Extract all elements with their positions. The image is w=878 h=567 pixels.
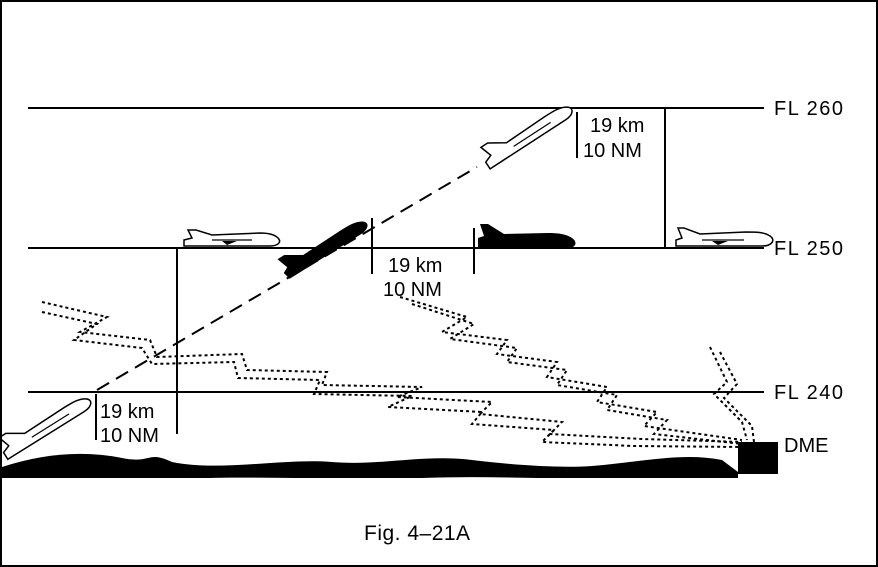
dme-label: DME	[784, 435, 828, 457]
dme-station-icon	[738, 442, 778, 474]
terrain-ground-mask	[2, 477, 742, 565]
distance-left-km: 19 km	[100, 401, 154, 423]
signal-path-right-b	[719, 351, 755, 443]
distance-top-km: 19 km	[590, 115, 644, 137]
distance-bracket-top	[576, 108, 666, 248]
flight-level-250-label: FL 250	[774, 238, 845, 260]
distance-left-nm: 10 NM	[100, 425, 159, 447]
distance-bracket-middle	[371, 218, 475, 274]
signal-path-right-a	[709, 346, 748, 441]
distance-top-nm: 10 NM	[583, 140, 642, 162]
climb-path-dashed-line	[96, 166, 478, 391]
aircraft-outline-level-right-icon	[675, 227, 774, 247]
dme-signal-paths	[41, 296, 755, 448]
flight-level-240-label: FL 240	[774, 382, 845, 404]
flight-level-260-label: FL 260	[774, 98, 845, 120]
aircraft-outline-climbing-low-icon	[2, 398, 92, 461]
distance-middle-nm: 10 NM	[383, 279, 442, 301]
terrain-baseline	[2, 472, 738, 478]
signal-path-lower-middle	[411, 303, 743, 445]
signal-path-lower-left	[41, 311, 743, 448]
distance-middle-km: 19 km	[388, 255, 442, 277]
distance-bracket-left	[95, 248, 178, 440]
figure-caption: Fig. 4–21A	[364, 522, 471, 545]
aircraft-outline-level-left-icon	[183, 229, 281, 247]
aircraft-outline-climbing-top-icon	[479, 106, 573, 170]
signal-path-upper-middle	[399, 296, 743, 441]
aircraft-solid-level-middle-icon	[478, 224, 576, 248]
signal-path-upper-left	[41, 301, 743, 443]
aircraft-solid-climbing-icon	[277, 221, 368, 279]
